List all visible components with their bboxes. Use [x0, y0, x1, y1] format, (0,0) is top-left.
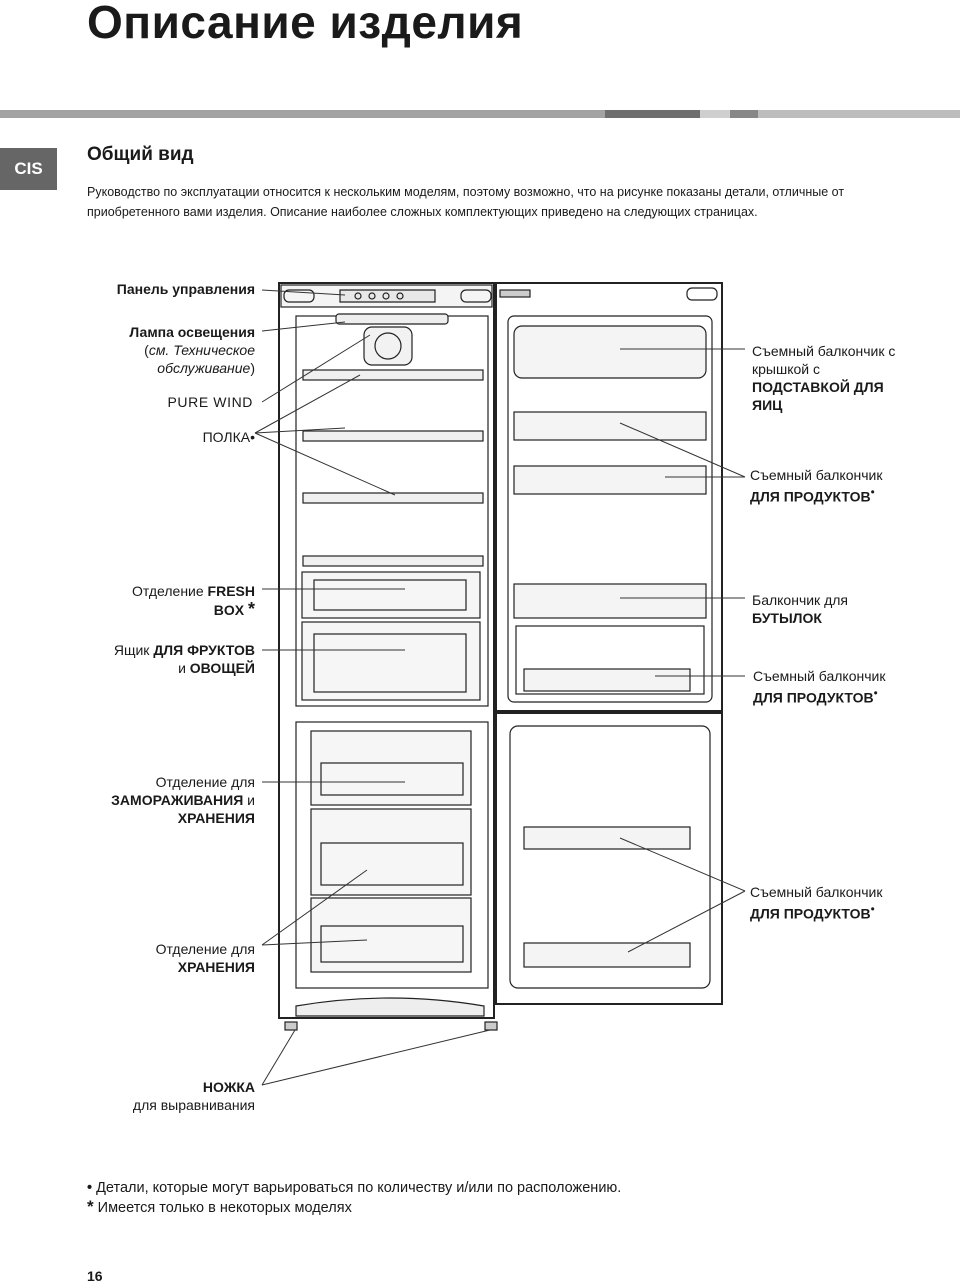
fresh-prefix: Отделение	[132, 583, 208, 599]
label-balcony-2: Съемный балкончик ДЛЯ ПРОДУКТОВ•	[753, 667, 958, 707]
label-crisper: Ящик ДЛЯ ФРУКТОВ и ОВОЩЕЙ	[60, 641, 255, 677]
freeze-and: и	[243, 792, 255, 808]
crisper-prefix: Ящик	[114, 642, 153, 658]
label-shelf: ПОЛКА•	[60, 428, 255, 446]
feet-bold: НОЖКА	[60, 1078, 255, 1096]
lamp-ref-line2: обслуживание)	[60, 359, 255, 377]
lamp-ref-line1: (см. Техническое	[60, 341, 255, 359]
door-balcony	[514, 412, 706, 440]
crisper-bold: ДЛЯ ФРУКТОВ	[153, 642, 255, 658]
label-control-panel: Панель управления	[60, 280, 255, 298]
label-egg-balcony: Съемный балкончик с крышкой с ПОДСТАВКОЙ…	[752, 342, 952, 414]
egg-balcony	[514, 326, 706, 378]
feet-line2: для выравнивания	[60, 1096, 255, 1114]
bottle-balcony	[514, 584, 706, 618]
egg-bold1: ПОДСТАВКОЙ ДЛЯ	[752, 378, 952, 396]
shelf	[303, 370, 483, 380]
door-balcony	[524, 669, 690, 691]
shelf	[303, 556, 483, 566]
fresh-bold: FRESH	[208, 583, 255, 599]
bullet-symbol: •	[87, 1180, 92, 1196]
star-symbol: *	[87, 1197, 94, 1216]
crisper-line2: и ОВОЩЕЙ	[60, 659, 255, 677]
bal1-bold: ДЛЯ ПРОДУКТОВ	[750, 489, 871, 505]
leveling-foot	[285, 1022, 297, 1030]
footnote-star: * Имеется только в некоторых моделях	[87, 1197, 352, 1217]
leveling-foot	[485, 1022, 497, 1030]
label-balcony-1: Съемный балкончик ДЛЯ ПРОДУКТОВ•	[750, 466, 955, 506]
bullet-mark: •	[250, 429, 255, 445]
fresh-box	[302, 572, 480, 618]
bottle-bold: БУТЫЛОК	[752, 609, 952, 627]
freezer-drawer	[311, 731, 471, 805]
footnote-bullet-text: Детали, которые могут варьироваться по к…	[96, 1180, 621, 1196]
storage-line1: Отделение для	[60, 940, 255, 958]
fresh-line1: Отделение FRESH	[60, 582, 255, 600]
kickplate	[296, 998, 484, 1016]
bal2-line2: ДЛЯ ПРОДУКТОВ•	[753, 685, 958, 707]
bal3-line1: Съемный балкончик	[750, 883, 955, 901]
crisper-and: и	[178, 660, 190, 676]
lamp-ref-see: см. Техническое	[149, 342, 255, 358]
label-fresh-box: Отделение FRESH BOX *	[60, 582, 255, 619]
fresh-line2: BOX *	[60, 600, 255, 619]
lamp-ref-service: обслуживание	[157, 360, 250, 376]
footnote-star-text: Имеется только в некоторых моделях	[98, 1200, 352, 1216]
bal1-line2: ДЛЯ ПРОДУКТОВ•	[750, 484, 955, 506]
shelf-text: ПОЛКА	[203, 429, 250, 445]
label-pure-wind: PURE WIND	[60, 393, 253, 411]
bullet-mark: •	[874, 687, 878, 700]
freezer-drawer	[311, 809, 471, 895]
footnote-bullet: • Детали, которые могут варьироваться по…	[87, 1180, 621, 1196]
door-balcony	[524, 943, 690, 967]
storage-bold: ХРАНЕНИЯ	[60, 958, 255, 976]
label-freezing: Отделение для ЗАМОРАЖИВАНИЯ и ХРАНЕНИЯ	[60, 773, 255, 827]
door-balcony	[524, 827, 690, 849]
label-balcony-3: Съемный балкончик ДЛЯ ПРОДУКТОВ•	[750, 883, 955, 923]
freeze-bold2: ХРАНЕНИЯ	[60, 809, 255, 827]
page-number: 16	[87, 1268, 103, 1284]
label-feet: НОЖКА для выравнивания	[60, 1078, 255, 1114]
freeze-line2: ЗАМОРАЖИВАНИЯ и	[60, 791, 255, 809]
label-bottle-balcony: Балкончик для БУТЫЛОК	[752, 591, 952, 627]
crisper-bold2: ОВОЩЕЙ	[190, 660, 255, 676]
paren: )	[250, 360, 255, 376]
bal2-bold: ДЛЯ ПРОДУКТОВ	[753, 690, 874, 706]
door-balcony	[514, 466, 706, 494]
bullet-mark: •	[871, 903, 875, 916]
star-mark: *	[248, 599, 255, 619]
egg-bold2: ЯИЦ	[752, 396, 952, 414]
freezer-drawer	[311, 898, 471, 972]
crisper-line1: Ящик ДЛЯ ФРУКТОВ	[60, 641, 255, 659]
bottle-line1: Балкончик для	[752, 591, 952, 609]
lamp-title: Лампа освещения	[60, 323, 255, 341]
fresh-bold2: BOX	[214, 602, 244, 618]
egg-line2: крышкой с	[752, 360, 952, 378]
label-storage: Отделение для ХРАНЕНИЯ	[60, 940, 255, 976]
bullet-mark: •	[871, 486, 875, 499]
freeze-line1: Отделение для	[60, 773, 255, 791]
freeze-bold: ЗАМОРАЖИВАНИЯ	[111, 792, 243, 808]
label-lamp: Лампа освещения (см. Техническое обслужи…	[60, 323, 255, 377]
egg-line1: Съемный балкончик с	[752, 342, 952, 360]
bal3-bold: ДЛЯ ПРОДУКТОВ	[750, 906, 871, 922]
bal2-line1: Съемный балкончик	[753, 667, 958, 685]
bal1-line1: Съемный балкончик	[750, 466, 955, 484]
bal3-line2: ДЛЯ ПРОДУКТОВ•	[750, 901, 955, 923]
shelf	[303, 431, 483, 441]
